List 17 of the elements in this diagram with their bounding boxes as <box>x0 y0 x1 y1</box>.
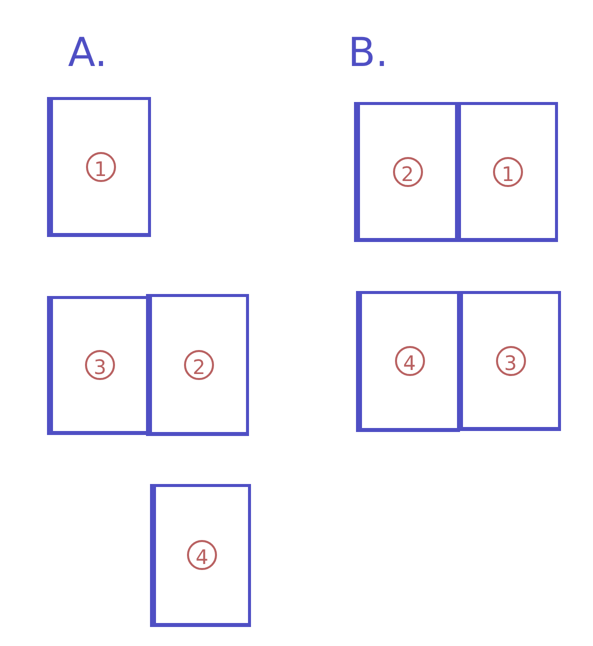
page-box <box>455 102 558 242</box>
page-box <box>457 291 561 431</box>
circled-number: 3 <box>85 350 115 380</box>
page-box <box>150 484 251 627</box>
circled-number: 1 <box>86 152 116 182</box>
circled-number: 2 <box>392 156 422 186</box>
page-box <box>146 294 249 436</box>
circled-number: 4 <box>187 540 217 570</box>
page-box <box>354 102 458 242</box>
circled-number: 1 <box>493 156 523 186</box>
circled-number: 4 <box>394 346 424 376</box>
page-box <box>356 291 460 432</box>
circled-number: 2 <box>184 350 214 380</box>
circled-number: 3 <box>496 346 526 376</box>
page-box <box>47 97 151 237</box>
section-label: A. <box>68 30 108 76</box>
section-label: B. <box>348 30 388 76</box>
